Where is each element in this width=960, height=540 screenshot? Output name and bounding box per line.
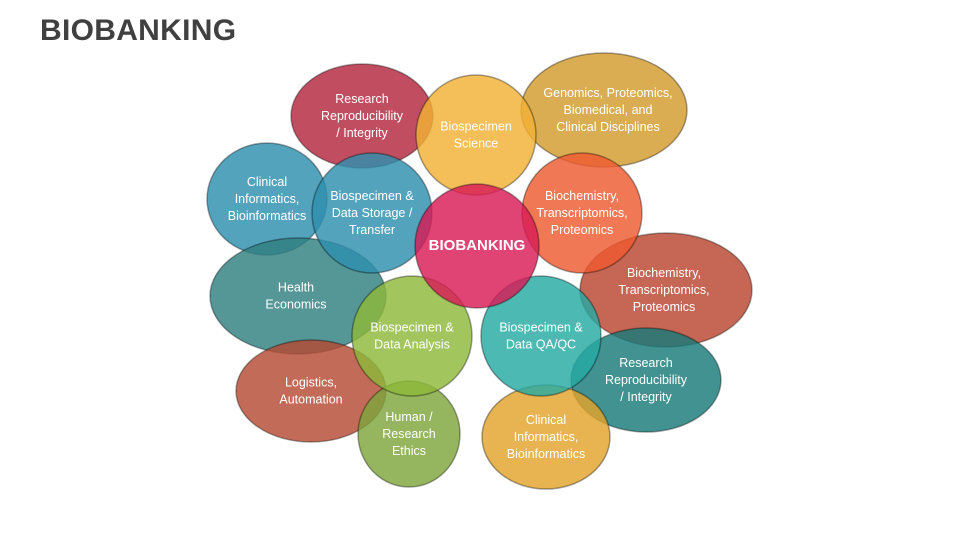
node-label-line: Research	[335, 92, 389, 106]
node-shape	[414, 183, 540, 309]
node-label-line: Reproducibility	[321, 109, 404, 123]
node-label-line: Human /	[385, 410, 433, 424]
node-label-line: Transcriptomics,	[618, 283, 709, 297]
node-label-line: Bioinformatics	[507, 447, 586, 461]
node-label-line: Transcriptomics,	[536, 206, 627, 220]
node-label-line: BIOBANKING	[429, 237, 526, 254]
node-label-line: Proteomics	[551, 223, 614, 237]
node-label-line: Biomedical, and	[564, 103, 653, 117]
node-label-line: Research	[619, 356, 673, 370]
node-label: BIOBANKING	[429, 237, 526, 254]
node-label-line: Science	[454, 137, 499, 151]
node-label: Biospecimen & Data Storage / Transfer	[330, 189, 414, 237]
node-label-line: Informatics,	[514, 430, 579, 444]
node-label-line: Biospecimen &	[370, 321, 454, 335]
node-label-line: Informatics,	[235, 192, 300, 206]
node-label-line: / Integrity	[620, 390, 672, 404]
node-data-qaqc: Biospecimen & Data QA/QC	[480, 275, 602, 397]
node-shape	[351, 275, 473, 397]
node-label-line: Proteomics	[633, 300, 696, 314]
node-center: BIOBANKING	[414, 183, 540, 309]
node-label: Biospecimen & Data QA/QC	[499, 321, 583, 352]
node-label-line: Biospecimen &	[499, 321, 583, 335]
node-label: Biochemistry, Transcriptomics, Proteomics	[618, 266, 709, 314]
node-label-line: Bioinformatics	[228, 209, 307, 223]
node-label: Biospecimen & Data Analysis	[370, 321, 454, 352]
node-label-line: Biochemistry,	[627, 266, 701, 280]
node-label-line: Transfer	[349, 223, 395, 237]
node-label-line: Biochemistry,	[545, 189, 619, 203]
node-label-line: Genomics, Proteomics,	[543, 86, 672, 100]
node-label-line: Logistics,	[285, 376, 337, 390]
node-label-line: Ethics	[392, 444, 426, 458]
node-label-line: Reproducibility	[605, 373, 688, 387]
node-label: Logistics, Automation	[279, 376, 342, 407]
node-label-line: Clinical	[526, 413, 566, 427]
node-label-line: Data Storage /	[332, 206, 413, 220]
node-biochemistry-outer: Biochemistry, Transcriptomics, Proteomics	[579, 232, 753, 348]
node-label-line: / Integrity	[336, 126, 388, 140]
node-label-line: Automation	[279, 393, 342, 407]
node-shape	[415, 74, 537, 196]
node-data-storage: Biospecimen & Data Storage / Transfer	[311, 152, 433, 274]
node-label: Biochemistry, Transcriptomics, Proteomics	[536, 189, 627, 237]
node-label-line: Data QA/QC	[506, 338, 576, 352]
node-label-line: Clinical	[247, 175, 287, 189]
node-label-line: Clinical Disciplines	[556, 120, 660, 134]
node-label-line: Research	[382, 427, 436, 441]
node-shape	[480, 275, 602, 397]
node-data-analysis: Biospecimen & Data Analysis	[351, 275, 473, 397]
node-logistics: Logistics, Automation	[235, 339, 387, 443]
node-label-line: Biospecimen	[440, 120, 512, 134]
node-biochemistry-inner: Biochemistry, Transcriptomics, Proteomics	[521, 152, 643, 274]
node-label-line: Data Analysis	[374, 338, 450, 352]
page-title: BIOBANKING	[40, 14, 237, 47]
node-label-line: Health	[278, 281, 314, 295]
node-label-line: Biospecimen &	[330, 189, 414, 203]
node-label-line: Economics	[265, 298, 326, 312]
